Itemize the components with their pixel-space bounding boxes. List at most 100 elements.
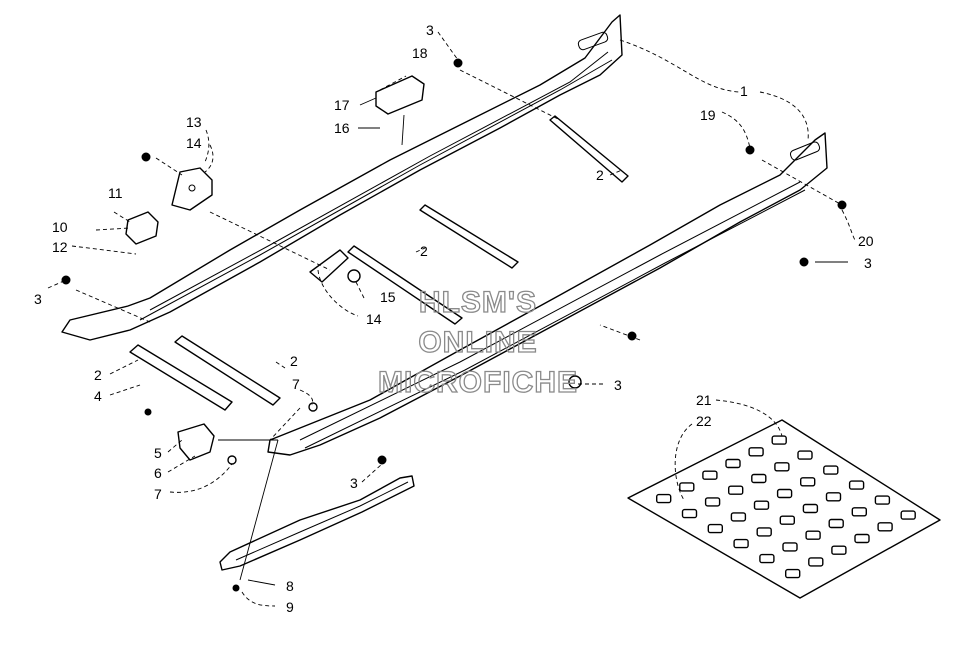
hardware-bolts [61,58,847,592]
track-lug [756,527,772,537]
track-lug [900,510,916,520]
cross-shaft-4 [174,335,281,406]
track-lug [877,522,893,532]
callout-7-top: 7 [292,376,300,392]
track-lug [776,488,793,499]
callout-15: 15 [380,289,396,305]
callout-12: 12 [52,239,68,255]
track-lug [831,545,847,555]
callout-3-left: 3 [34,291,42,307]
bumper-block-18 [375,75,425,115]
cross-shaft-2 [419,204,519,269]
track-lug [707,523,723,534]
callout-2-a: 2 [596,167,604,183]
callout-14-top: 14 [186,135,202,151]
skid-frame-rail-upper [61,14,623,341]
track-lug [802,503,819,514]
bracket-13 [171,167,213,211]
callout-5: 5 [154,445,162,461]
callout-20: 20 [858,233,874,249]
track-lug [704,497,721,507]
nut-15 [347,269,361,283]
callout-17: 17 [334,97,350,113]
track-lug [771,435,787,445]
callout-6: 6 [154,465,162,481]
track-lug [848,480,865,490]
track-lug [828,518,844,529]
callout-11: 11 [108,185,123,201]
callout-16: 16 [334,120,350,136]
watermark-line1: HLSM'S [419,286,537,319]
watermark: HLSM'S ONLINE MICROFICHE [377,285,578,399]
callout-2-c: 2 [290,353,298,369]
track-lug [785,568,801,579]
track-lug [728,485,744,495]
callout-3-mid: 3 [614,377,622,393]
callout-9: 9 [286,599,294,615]
track-lug [808,557,824,567]
callout-19: 19 [700,107,716,123]
track-lug [753,500,770,510]
callout-18: 18 [412,45,428,61]
track-lug [759,553,775,564]
track-lug [748,447,764,457]
bolt-3-mid [627,331,637,341]
callout-7-bottom: 7 [154,486,162,502]
callout-2-b: 2 [420,243,428,259]
track-lug [730,512,747,522]
bolt-3-rail [377,455,387,465]
track-lug [774,462,790,472]
track-lug [823,465,839,475]
skid-frame-rail-lower [267,132,828,456]
track-lug [800,477,816,487]
track-section [627,419,941,599]
bolt-3-left [61,275,71,285]
watermark-line2: ONLINE [418,326,537,359]
nut-7 [308,402,318,412]
cross-shaft-3 [347,245,463,325]
track-lug [874,495,891,505]
callout-labels: 1 3 18 17 16 19 2 20 3 13 14 11 10 12 2 … [34,22,874,615]
callout-2-d: 2 [94,367,102,383]
callout-1: 1 [740,83,748,99]
track-lug [779,515,795,525]
nut-3-low [568,375,582,389]
bolt-13 [141,152,151,162]
stop-block [177,423,237,465]
track-lug [725,458,741,469]
callout-3-top: 3 [426,22,434,38]
track-lug [797,450,813,460]
callout-10: 10 [52,219,68,235]
cross-shaft-1 [549,115,629,183]
callout-8: 8 [286,578,294,594]
track-lug [851,507,867,517]
leader-lines [47,31,856,607]
track-lugs [656,435,916,579]
shock-cylinder [129,344,233,411]
nut-19 [745,145,755,155]
track-lug [854,533,870,544]
callout-14-mid: 14 [366,311,382,327]
bumper-block-11 [125,211,159,245]
bolt-9 [232,584,240,592]
track-lug [681,508,698,519]
callout-3-rail: 3 [350,475,358,491]
track-lug [782,542,798,552]
callout-3-right: 3 [864,255,872,271]
bolt-3-right [799,257,809,267]
track-lug [733,538,749,549]
track-lug [656,493,672,504]
bracket-14 [309,249,349,283]
callout-4: 4 [94,388,102,404]
bolt-3-top [453,58,463,68]
track-lug [702,470,718,480]
watermark-line3: MICROFICHE [378,366,578,399]
callout-22: 22 [696,413,712,429]
track-lug [751,473,767,484]
track-lug [679,482,695,492]
bolt-5 [144,408,152,416]
slide-rail [219,475,415,571]
callout-13: 13 [186,114,202,130]
track-lug [805,530,821,540]
